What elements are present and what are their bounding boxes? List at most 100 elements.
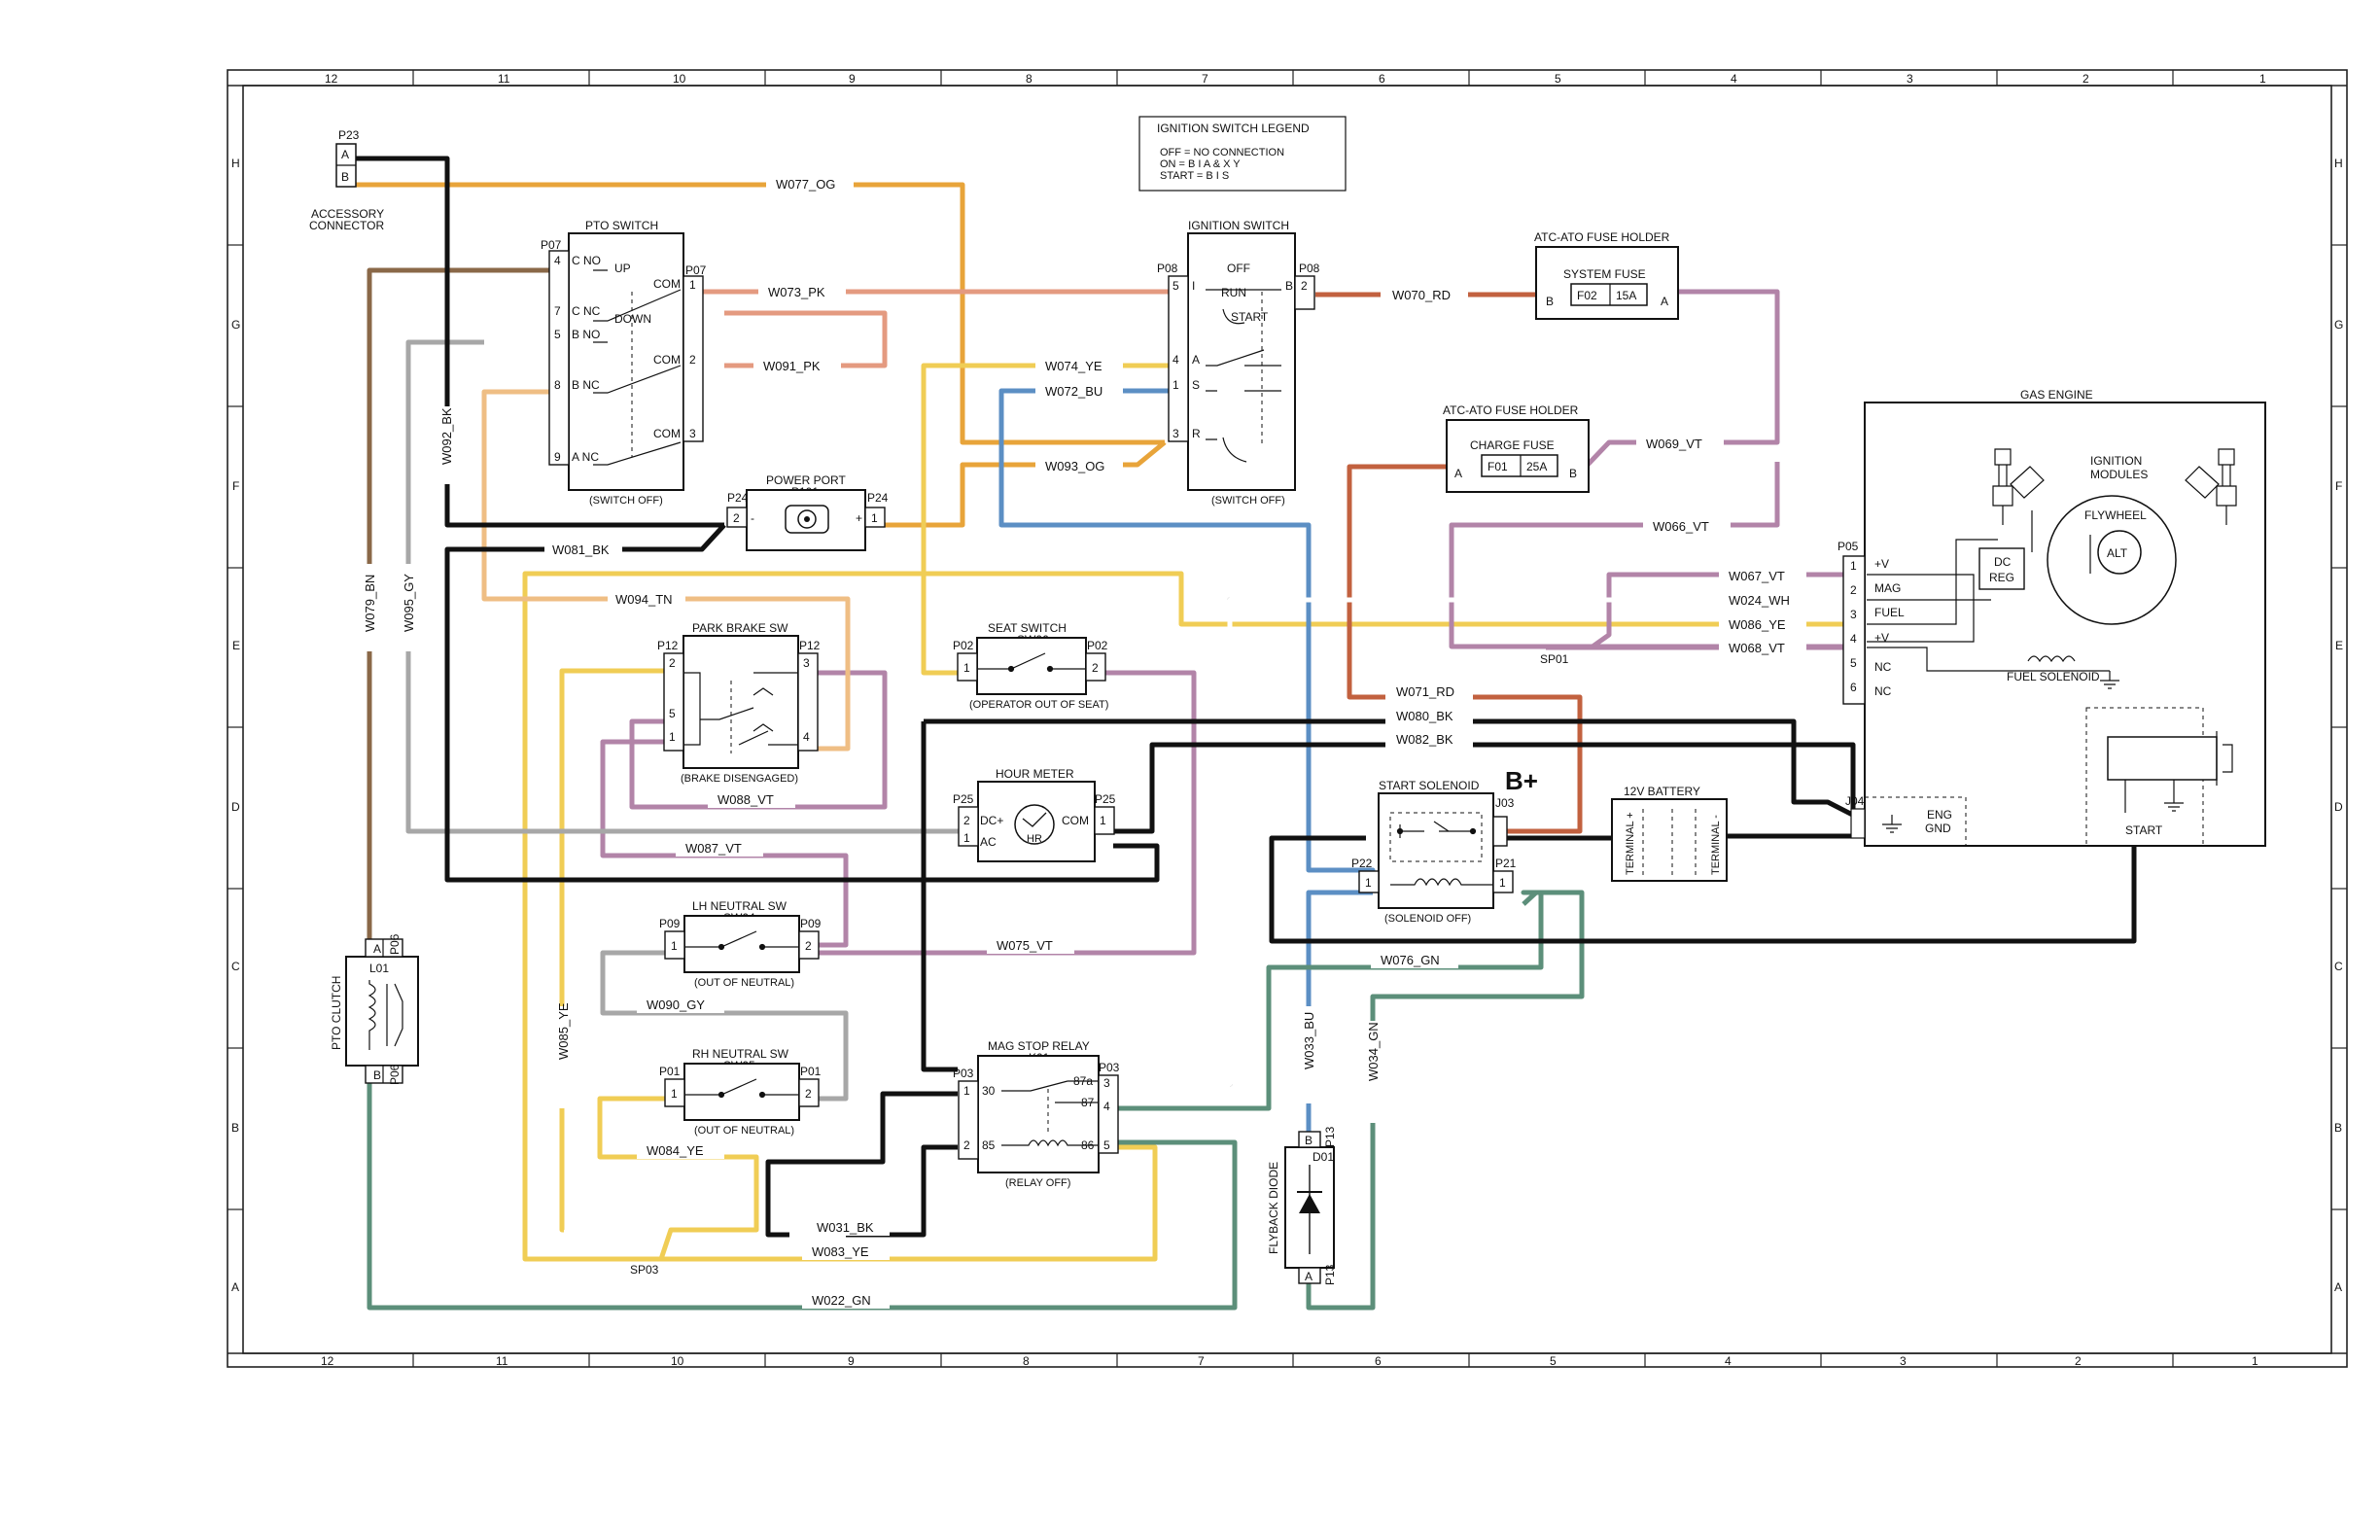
- pin-label: 1: [1365, 876, 1372, 890]
- connector-id: P07: [541, 238, 562, 252]
- wire-label: W076_GN: [1381, 953, 1440, 967]
- state-label: (SWITCH OFF): [1211, 495, 1285, 507]
- col-label: 6: [1375, 1354, 1382, 1368]
- regulator-icon: DC REG: [1978, 547, 2025, 590]
- legend-line: START = B I S: [1160, 170, 1229, 182]
- connector-id: P09: [800, 917, 822, 930]
- bplus-label: B+: [1505, 766, 1538, 795]
- wire-label: W075_VT: [997, 938, 1053, 953]
- row-label: D: [2334, 800, 2343, 814]
- connector-id: P13: [1323, 1126, 1337, 1147]
- row-label: D: [231, 800, 240, 814]
- engine-internal-wiring: [1867, 510, 2110, 672]
- pin-label: 1: [1100, 814, 1106, 827]
- flyback-diode: B A P13 P13 D01 FLYBACK DIODE: [1267, 1126, 1337, 1285]
- pin-label: 1: [669, 730, 676, 744]
- wire-label: W034_GN: [1366, 1022, 1381, 1081]
- pin-function: MAG: [1874, 581, 1901, 595]
- ignition-legend: IGNITION SWITCH LEGEND OFF = NO CONNECTI…: [1138, 116, 1347, 192]
- component-id: L01: [369, 962, 389, 975]
- col-label: 12: [321, 1354, 334, 1368]
- state-label: (OUT OF NEUTRAL): [694, 977, 794, 989]
- wire-label: W081_BK: [552, 542, 610, 557]
- wire-label: W022_GN: [812, 1293, 871, 1308]
- col-label: 8: [1026, 72, 1032, 86]
- connector-id: P01: [800, 1065, 822, 1078]
- pin-label: 2: [805, 1087, 812, 1101]
- engine-label: MODULES: [2090, 468, 2148, 481]
- row-label: H: [231, 157, 240, 170]
- engine-label: FUEL SOLENOID: [2007, 670, 2100, 683]
- component-title: PTO SWITCH: [585, 219, 658, 232]
- starter-motor-icon: START: [2085, 707, 2233, 847]
- component-label: FLYBACK DIODE: [1267, 1162, 1280, 1254]
- pto-clutch: A B P06 P06 L01 PTO CLUTCH: [330, 933, 419, 1085]
- col-label: 5: [1555, 72, 1561, 86]
- engine-label: REG: [1989, 571, 2014, 584]
- contact-letter: R: [1192, 427, 1201, 440]
- state-label: (OUT OF NEUTRAL): [694, 1125, 794, 1137]
- pin-label: 1: [963, 831, 970, 845]
- wire-w069-vt: [1586, 289, 1780, 467]
- pin-label: 1: [871, 511, 878, 525]
- component-title: SEAT SWITCH: [988, 621, 1067, 635]
- component-label: CONNECTOR: [309, 219, 384, 232]
- col-label: 1: [2259, 72, 2266, 86]
- rh-neutral-switch: RH NEUTRAL SW SW05 P01 P01 1 2 (OUT OF N…: [659, 1047, 822, 1137]
- pin-label: 4: [803, 730, 810, 744]
- battery: 12V BATTERY BT01 TERMINAL + TERMINAL -: [1611, 785, 1728, 882]
- fuse-name: CHARGE FUSE: [1470, 438, 1555, 452]
- row-labels-right: H G F E D C B A: [2334, 157, 2343, 1294]
- polarity-label: +: [856, 511, 862, 525]
- park-brake-switch: PARK BRAKE SW SW03 P12 P12 2 5 1 3 4 (BR…: [657, 621, 821, 785]
- pin-label: 3: [689, 427, 696, 440]
- wire-label: W024_WH: [1729, 593, 1790, 608]
- lh-neutral-switch: LH NEUTRAL SW SW04 P09 P09 1 2 (OUT OF N…: [659, 899, 822, 989]
- wire-label: W082_BK: [1396, 732, 1453, 747]
- contact-letter: B: [1285, 279, 1293, 293]
- col-label: 2: [2075, 1354, 2082, 1368]
- row-label: C: [231, 960, 240, 973]
- fuse-pin: B: [1546, 295, 1554, 308]
- row-label: B: [231, 1121, 239, 1135]
- pto-switch: PTO SWITCH SW02 P07 P07 4 7 5 8 9 1 2 3 …: [541, 219, 707, 507]
- pin-label: 4: [554, 254, 561, 267]
- meter-terminal: AC: [980, 835, 997, 849]
- clock-icon: HR: [1014, 804, 1055, 845]
- drawing-frame: 12 11 10 9 8 7 6 5 4 3 2 1 12 11 10 9 8 …: [227, 69, 2348, 1368]
- wire-label: W087_VT: [685, 841, 742, 856]
- connector-id: P06: [388, 1064, 402, 1085]
- hour-meter: HOUR METER DIS05 P25 P25 2 1 1 DC+ AC CO…: [953, 767, 1116, 862]
- pin-label: 1: [689, 278, 696, 292]
- position-label: START: [1231, 310, 1269, 324]
- component-title: ATC-ATO FUSE HOLDER: [1534, 230, 1670, 244]
- connector-id: P21: [1495, 857, 1517, 870]
- connector-id: P03: [1099, 1061, 1120, 1074]
- engine-label: ALT: [2107, 546, 2128, 560]
- meter-terminal: COM: [1062, 814, 1089, 827]
- wire-w024-wh: [1113, 597, 1863, 1087]
- wire-w022-gn: [367, 1074, 1238, 1311]
- fuse-id: F02: [1577, 289, 1597, 302]
- pin-label: 2: [733, 511, 740, 525]
- contact-label: C NO: [572, 254, 601, 267]
- wire-w085-ye: [559, 668, 671, 1233]
- wire-label: W080_BK: [1396, 709, 1453, 723]
- wire-label: W068_VT: [1729, 641, 1785, 655]
- pin-label: 2: [669, 656, 676, 670]
- splice-label: SP01: [1540, 652, 1569, 666]
- row-label: F: [232, 479, 239, 493]
- contact-letter: S: [1192, 378, 1200, 392]
- col-label: 10: [673, 72, 686, 86]
- wire-w080-bk: [924, 718, 1873, 827]
- pin-label: 5: [1850, 656, 1857, 670]
- pin-label: 4: [1103, 1100, 1110, 1113]
- connector-id: P25: [953, 792, 974, 806]
- col-label: 1: [2252, 1354, 2258, 1368]
- pin-label: 4: [1172, 353, 1179, 367]
- switch-contact-icon: [684, 930, 799, 951]
- wire-w077-og: [356, 182, 1165, 445]
- battery-terminal: TERMINAL -: [1710, 815, 1722, 875]
- component-title: GAS ENGINE: [2020, 388, 2093, 402]
- column-labels-bottom: 12 11 10 9 8 7 6 5 4 3 2 1: [321, 1354, 2258, 1368]
